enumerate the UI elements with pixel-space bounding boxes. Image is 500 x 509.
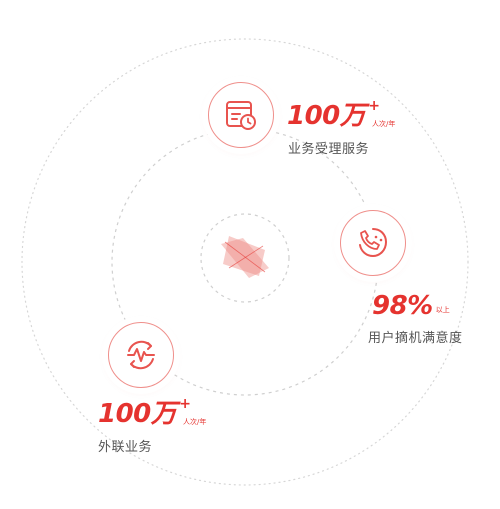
stat-value-service: 100万+ 人次/年: [287, 98, 396, 131]
stat-plus: +: [368, 98, 381, 114]
stat-unit: 人次/年: [372, 120, 396, 128]
stat-label-outreach: 外联业务: [98, 440, 153, 455]
stat-node-service: [208, 82, 274, 148]
stat-unit: 以上: [435, 306, 450, 314]
stat-node-outreach: [108, 322, 174, 388]
smiley-phone-icon: [359, 228, 388, 258]
stat-label-service: 业务受理服务: [288, 142, 370, 157]
stat-node-satisfaction: [340, 210, 406, 276]
stat-unit: 人次/年: [183, 418, 207, 426]
stat-value-outreach: 100万+ 人次/年: [98, 396, 207, 429]
outer-ring: [21, 38, 469, 486]
stat-number: 100万: [287, 101, 366, 131]
heartbeat-cycle-icon: [127, 340, 155, 370]
stat-value-satisfaction: 98%以上: [372, 293, 450, 319]
calendar-clock-icon: [226, 101, 256, 130]
stat-number: 100万: [98, 399, 177, 429]
inner-ring: [200, 213, 290, 303]
stat-plus: +: [179, 396, 192, 412]
stat-label-satisfaction: 用户摘机满意度: [368, 331, 463, 346]
center-diamond-icon: [221, 236, 269, 278]
stat-number: 98%: [372, 291, 433, 321]
